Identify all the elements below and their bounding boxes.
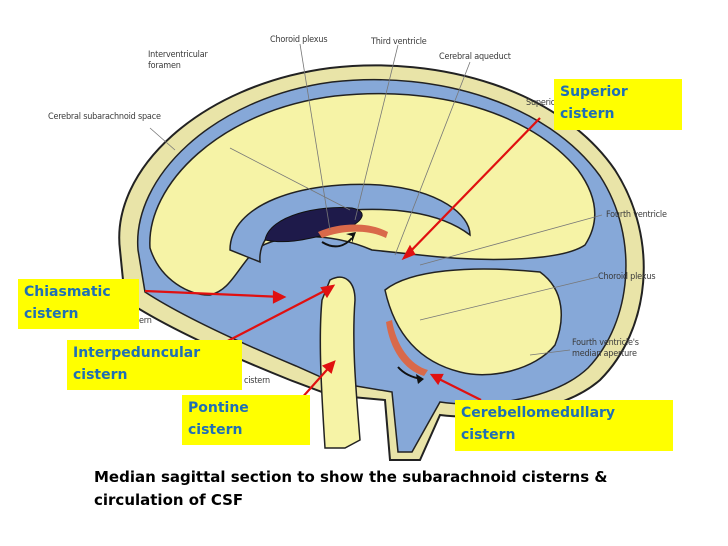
brainstem <box>319 276 361 449</box>
arrow-cerebellomedullary-cistern <box>432 375 482 401</box>
callout-pontine-cistern: Pontine cistern <box>182 395 310 445</box>
label-interventricular: Interventricular <box>148 50 208 60</box>
label-superior-partial: Superio <box>526 98 556 108</box>
lateral-ventricle <box>264 207 363 243</box>
callout-superior-cistern: Superior cistern <box>554 79 682 130</box>
callout-chiasmatic-cistern: Chiasmatic cistern <box>18 279 139 329</box>
cerebellum <box>384 268 562 376</box>
label-ern-partial: ern <box>139 316 152 326</box>
arrow-superior-cistern <box>403 117 541 259</box>
label-fourth-ventricle-aperture-1: Fourth ventricle's <box>572 338 639 348</box>
choroid-plexus-fourth-ventricle <box>386 320 428 376</box>
label-cerebral-subarachnoid-space: Cerebral subarachnoid space <box>48 112 161 122</box>
callout-cerebellomedullary-cistern: Cerebellomedullary cistern <box>455 400 673 451</box>
label-foramen: foramen <box>148 61 181 71</box>
caption-line-2: circulation of CSF <box>94 491 244 509</box>
label-fourth-ventricle: Fourth ventricle <box>606 210 667 220</box>
label-choroid-plexus-top: Choroid plexus <box>270 35 328 45</box>
label-choroid-plexus-right: Choroid plexus <box>598 272 656 282</box>
choroid-plexus-third-ventricle <box>318 224 388 238</box>
caption-line-1: Median sagittal section to show the suba… <box>94 468 608 486</box>
label-fourth-ventricle-aperture-2: median aperture <box>572 349 637 359</box>
label-cistern-partial: cistern <box>244 376 270 386</box>
callout-interpeduncular-cistern: Interpeduncular cistern <box>67 340 242 390</box>
arrow-interpeduncular-cistern <box>217 286 333 347</box>
arrow-chiasmatic-cistern <box>144 289 284 299</box>
label-third-ventricle: Third ventricle <box>371 37 427 47</box>
figure-caption: Median sagittal section to show the suba… <box>94 466 654 512</box>
label-cerebral-aqueduct: Cerebral aqueduct <box>439 52 511 62</box>
